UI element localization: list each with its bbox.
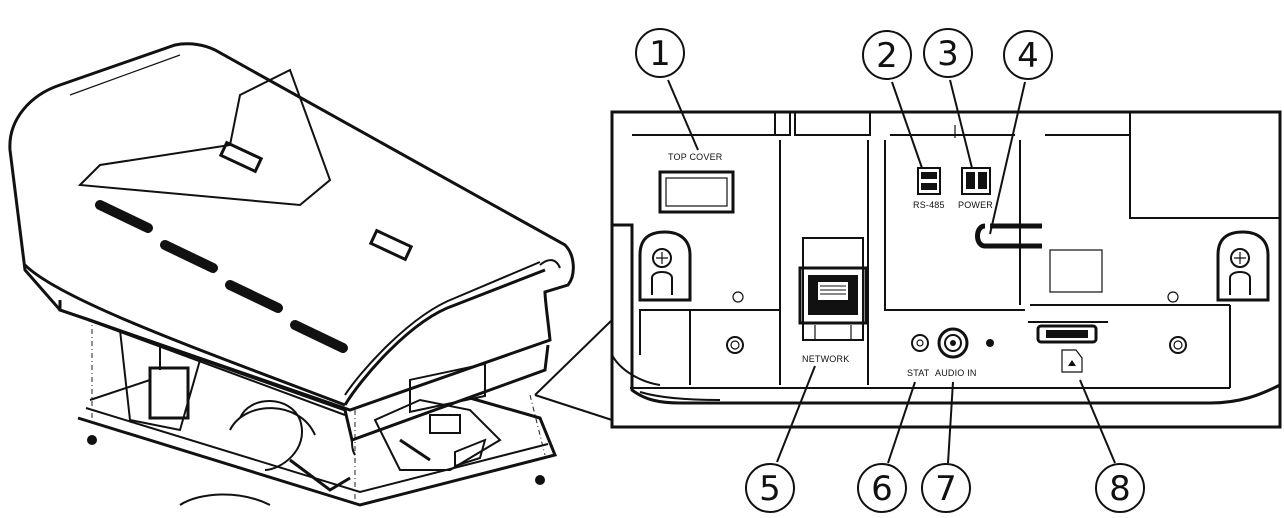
- assembly-guide-lines: [91, 305, 546, 505]
- right-mount-bracket: [1216, 230, 1270, 302]
- left-mount-bracket: [638, 230, 692, 302]
- callout-1-number: 1: [649, 34, 671, 74]
- vent-slots: [95, 200, 348, 353]
- connector-panel: TOP COVER RS-485 POWER: [610, 110, 1282, 429]
- callout-3: 3: [923, 28, 973, 78]
- rs485-label: RS-485: [913, 200, 945, 210]
- sd-card-slot: [1028, 321, 1108, 373]
- callout-2: 2: [862, 30, 912, 80]
- callout-3-number: 3: [937, 34, 959, 74]
- callouts: 1 2 3 4 5 6 7 8: [635, 28, 1145, 513]
- callout-6-number: 6: [871, 469, 893, 509]
- callout-5-number: 5: [759, 469, 781, 509]
- indicator-hole: [1167, 291, 1179, 303]
- callout-8: 8: [1095, 463, 1145, 513]
- power-label: POWER: [958, 200, 993, 210]
- callout-2-number: 2: [876, 36, 898, 76]
- leader-lines: [667, 79, 1116, 464]
- latch-rear: [368, 228, 414, 262]
- rs485-connector: RS-485: [913, 167, 945, 210]
- top-cover-label: TOP COVER: [668, 152, 723, 162]
- callout-8-number: 8: [1109, 469, 1131, 509]
- callout-5: 5: [745, 463, 795, 513]
- housing-base: [77, 379, 558, 507]
- base-foot: [87, 435, 97, 445]
- top-cover-housing: [8, 42, 575, 456]
- audio-in-connector: AUDIO IN: [935, 327, 994, 378]
- screw: [1169, 336, 1187, 354]
- audio-in-label: AUDIO IN: [935, 368, 977, 378]
- network-connector: NETWORK: [798, 237, 868, 364]
- status-led: STAT: [907, 334, 930, 378]
- callout-4-number: 4: [1017, 36, 1039, 76]
- indicator-hole: [732, 291, 744, 303]
- screw: [730, 340, 740, 350]
- screw: [1173, 340, 1183, 350]
- network-label: NETWORK: [802, 354, 849, 364]
- stat-label: STAT: [907, 368, 930, 378]
- latch-front: [218, 140, 264, 174]
- callout-4: 4: [1003, 30, 1053, 80]
- control-button: [975, 223, 1103, 293]
- screw: [726, 336, 744, 354]
- callout-1: 1: [635, 28, 685, 78]
- camera-housing: [8, 42, 575, 507]
- zoom-wedge: [534, 319, 613, 421]
- power-connector: POWER: [958, 167, 993, 210]
- callout-7-number: 7: [935, 469, 957, 509]
- top-cover-window: TOP COVER: [658, 152, 735, 214]
- base-foot: [535, 475, 545, 485]
- callout-6: 6: [857, 463, 907, 513]
- side-window: [409, 362, 486, 414]
- callout-7: 7: [921, 463, 971, 513]
